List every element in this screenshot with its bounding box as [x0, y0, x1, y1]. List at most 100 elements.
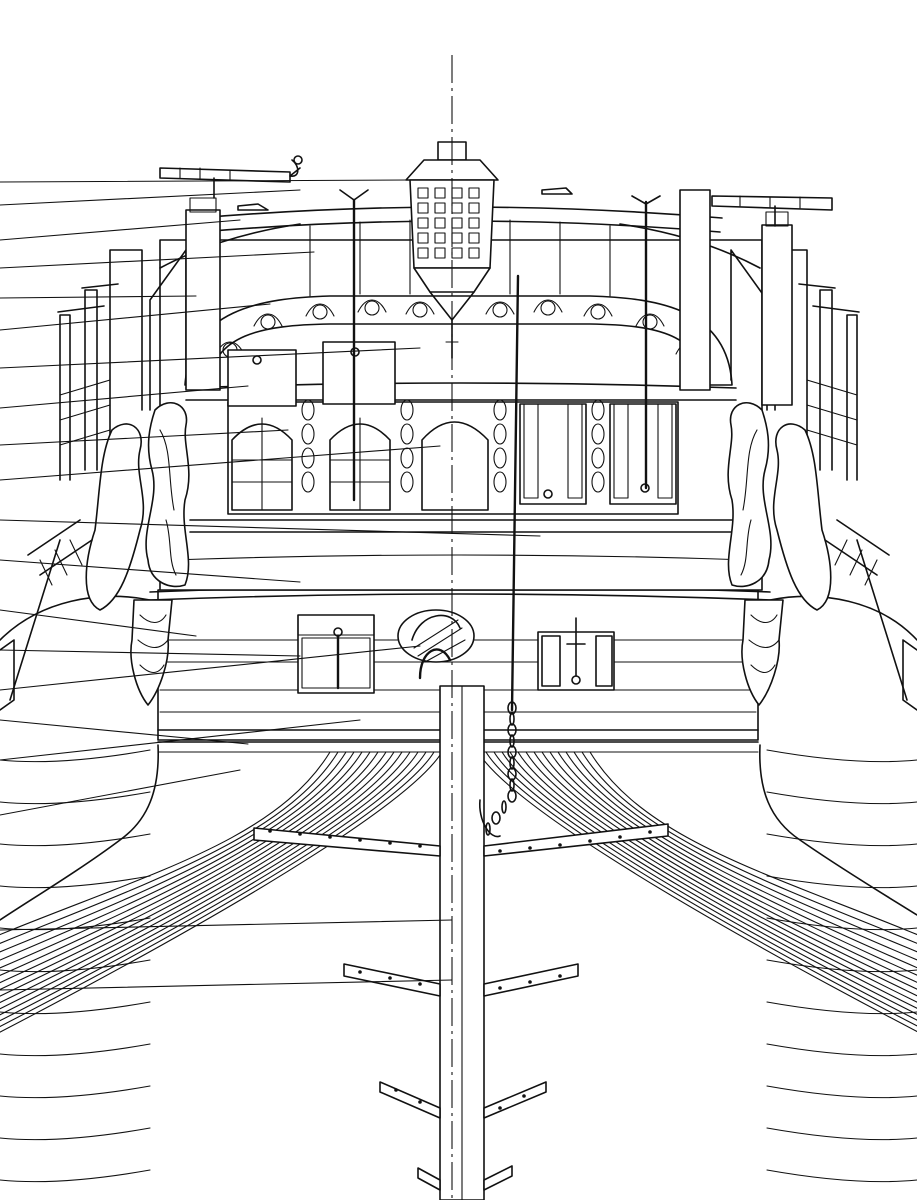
planking-line [0, 1127, 151, 1141]
pendant-leaf [301, 399, 315, 421]
bolt [388, 841, 392, 845]
rigging-line [0, 519, 541, 537]
window-1 [231, 417, 293, 511]
rigging-line [0, 189, 301, 206]
window-3-door [421, 421, 489, 511]
bolt [328, 835, 332, 839]
quarter-figures [85, 402, 832, 611]
bolt [268, 829, 272, 833]
planking-line [0, 751, 443, 1033]
planking-line [0, 1001, 151, 1015]
planking-line [0, 833, 151, 847]
arch-leaf [253, 313, 283, 327]
lantern-pane [417, 187, 429, 199]
bolt [648, 830, 652, 834]
bolt [358, 970, 362, 974]
arch-leaf [405, 301, 435, 315]
arch-leaf [357, 299, 387, 313]
planking-line [0, 751, 411, 1010]
lantern-pane [417, 217, 429, 229]
lantern-pane [468, 187, 480, 199]
rigging-line [0, 769, 241, 816]
lantern-pane [451, 202, 463, 214]
rigging-line [0, 719, 249, 745]
planking-line [0, 751, 347, 953]
pendant-leaf [493, 399, 507, 421]
planking-line [0, 751, 419, 1016]
bolt [388, 976, 392, 980]
planking-line [766, 875, 917, 889]
arch-scroll [540, 300, 556, 316]
planking-line [533, 751, 917, 990]
planking-line [766, 791, 917, 805]
gunport-right [537, 617, 615, 691]
lantern-pane [468, 217, 480, 229]
pendant-leaf [400, 423, 414, 445]
window-2 [329, 417, 391, 511]
lantern-pane [434, 217, 446, 229]
lantern-pane [417, 202, 429, 214]
planking-line [0, 751, 427, 1022]
bolt [558, 974, 562, 978]
lantern-pane [468, 232, 480, 244]
balcony-windows [227, 341, 679, 515]
pendant-leaf [301, 447, 315, 469]
planking-line [509, 751, 917, 1009]
pendant-leaf [493, 471, 507, 493]
planking-line [0, 751, 379, 984]
bolt [298, 832, 302, 836]
gunport-left [297, 614, 375, 694]
chain-link [509, 756, 515, 770]
rudder [439, 685, 485, 1200]
arch-scroll [590, 304, 606, 320]
planking-line [0, 959, 151, 973]
lantern-pane [468, 202, 480, 214]
arch-scroll [492, 302, 508, 318]
planking-line [0, 1085, 151, 1099]
bolt [418, 982, 422, 986]
pintle-straps [253, 823, 669, 1191]
planking-line [766, 1001, 917, 1015]
pendant-leaf [591, 423, 605, 445]
planking-line [766, 1043, 917, 1057]
planking-line [0, 791, 151, 805]
arch-scroll [260, 314, 276, 330]
planking-line [766, 1169, 917, 1183]
hull-outline [0, 595, 917, 921]
planking-line [517, 751, 917, 1003]
pendant-leaf [400, 471, 414, 493]
chain-link [507, 789, 517, 803]
planking-line [766, 959, 917, 973]
carved-pendants [301, 399, 605, 493]
hatch-panels [227, 341, 396, 407]
planking-line [0, 875, 151, 889]
pendant-leaf [493, 423, 507, 445]
bolt [358, 838, 362, 842]
hull-planking-lines [0, 749, 917, 1183]
carved-arch [184, 295, 733, 386]
lantern-pane [417, 247, 429, 259]
lantern-pane [417, 232, 429, 244]
planking-line [0, 749, 151, 763]
planking-line [0, 751, 395, 997]
bolt [528, 846, 532, 850]
rigging-line [0, 645, 421, 691]
pendant-leaf [301, 471, 315, 493]
planking-line [766, 749, 917, 763]
rigging-line [0, 385, 249, 409]
planking-line [541, 751, 917, 983]
bolt [618, 835, 622, 839]
rigging-line [0, 979, 453, 991]
chain-link [509, 712, 515, 726]
arch-leaf [533, 299, 563, 313]
chain-link [491, 811, 501, 825]
arch-scroll [312, 304, 328, 320]
lower-counter [149, 585, 771, 753]
bolt [498, 849, 502, 853]
planking-line [485, 751, 917, 1027]
rigging-line [0, 445, 441, 481]
planking-line [0, 751, 355, 961]
planking-line [0, 751, 403, 1004]
bolt [418, 844, 422, 848]
